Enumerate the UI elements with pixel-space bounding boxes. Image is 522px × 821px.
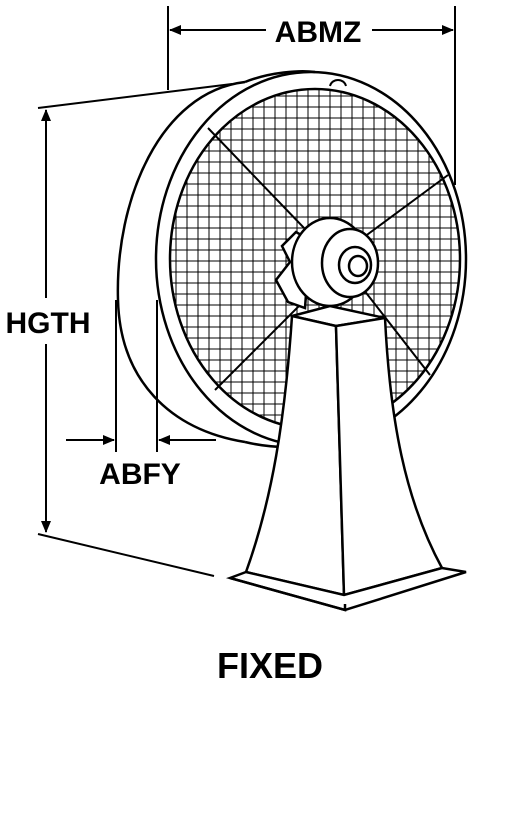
dimension-label-abmz: ABMZ	[275, 16, 362, 49]
dimension-lines	[37, 6, 456, 577]
rim-tab	[329, 79, 347, 87]
diagram-caption: FIXED	[217, 645, 323, 686]
dimension-label-abfy: ABFY	[99, 458, 181, 491]
dimension-label-hgth: HGTH	[6, 307, 91, 340]
fan-pedestal	[225, 304, 467, 612]
base-plate-front	[229, 576, 347, 612]
pedestal-left-face	[244, 314, 346, 597]
hgth-ext-top	[37, 83, 233, 109]
fan-motor	[274, 216, 380, 310]
motor-shaft	[347, 254, 369, 278]
hgth-ext-bottom	[37, 533, 215, 577]
housing-back-rim	[116, 80, 246, 444]
pedestal-right-face	[334, 316, 444, 597]
